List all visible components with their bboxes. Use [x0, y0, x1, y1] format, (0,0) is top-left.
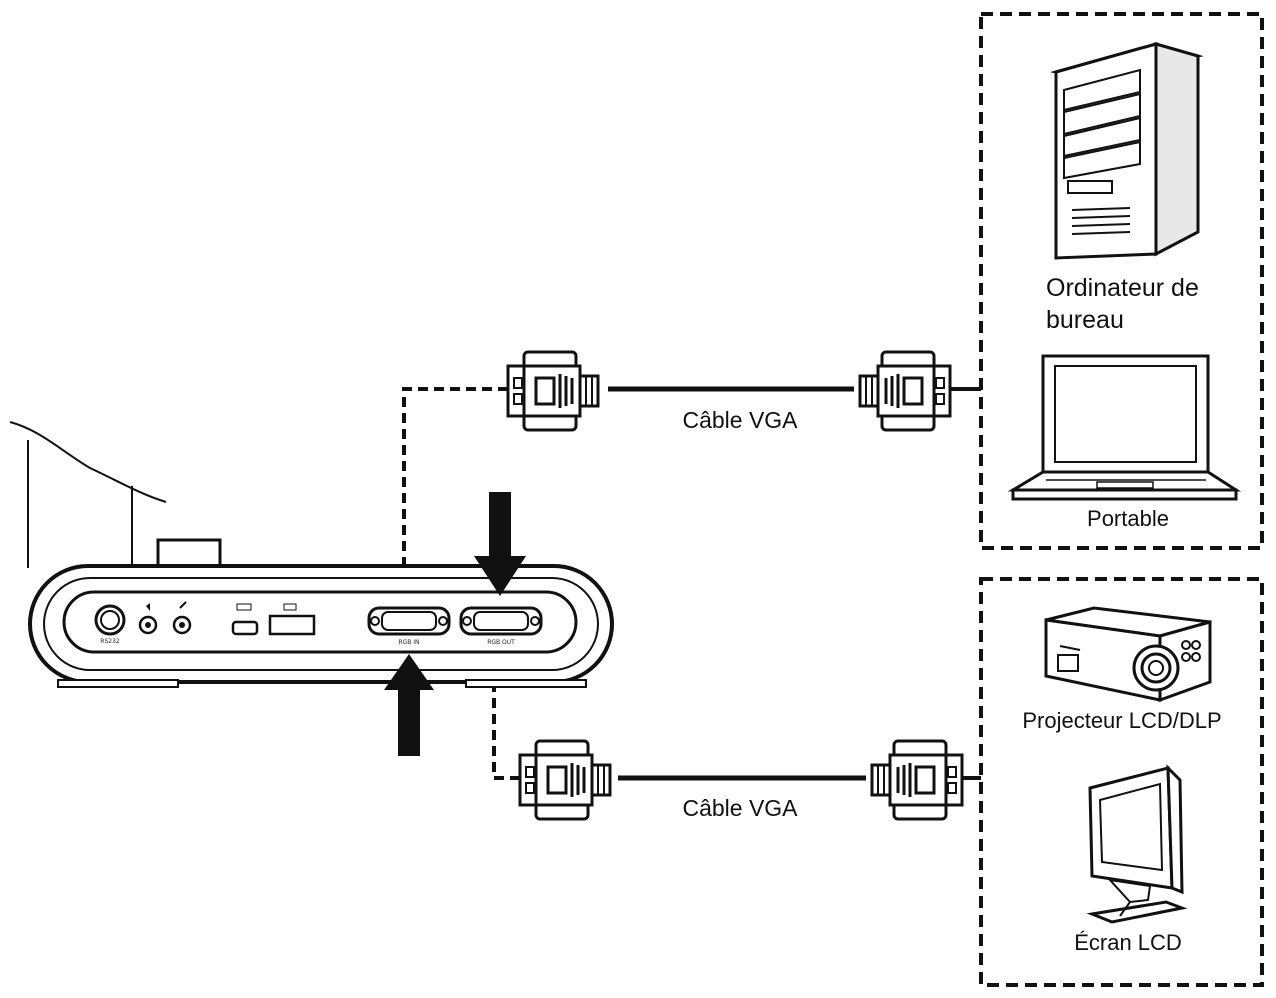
vga-cable-top-label: Câble VGA [682, 407, 798, 433]
lcd-screen-label: Écran LCD [1074, 930, 1182, 955]
desktop-label-line2: bureau [1046, 306, 1124, 334]
projector-icon [1044, 606, 1212, 703]
laptop-icon [1007, 354, 1242, 501]
desktop-label-line1: Ordinateur de [1046, 274, 1199, 302]
vga-plug-bottom-left [518, 739, 612, 821]
vga-plug-bottom-right [870, 739, 964, 821]
vga-cable-bottom-label: Câble VGA [682, 795, 798, 821]
arrow-up-to-rgb-in [384, 654, 434, 756]
document-camera-device [9, 421, 614, 688]
projector-label: Projecteur LCD/DLP [1022, 708, 1221, 733]
vga-plug-top-left [506, 350, 600, 432]
laptop-label: Portable [1087, 506, 1169, 531]
vga-plug-top-right [858, 350, 952, 432]
dashed-path-to-rgb-in [402, 387, 508, 572]
port-label-rs232: RS232 [100, 638, 120, 645]
computer-group-box [979, 12, 1264, 550]
lcd-monitor-icon [1086, 764, 1188, 924]
port-label-rgb-out: RGB OUT [487, 639, 515, 646]
dashed-path-to-rgb-out [492, 686, 520, 780]
display-group-box [979, 577, 1264, 987]
arrow-down-to-rgb-out [474, 492, 526, 596]
desktop-tower-icon [1050, 42, 1204, 260]
port-label-rgb-in: RGB IN [398, 639, 419, 646]
